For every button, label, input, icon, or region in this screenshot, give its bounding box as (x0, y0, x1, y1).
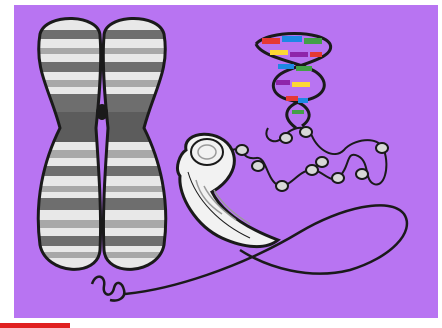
dna-helix (256, 34, 331, 129)
chromatin-coil (178, 134, 278, 246)
chromosome (0, 0, 200, 300)
chromatin-squiggle (92, 277, 124, 301)
